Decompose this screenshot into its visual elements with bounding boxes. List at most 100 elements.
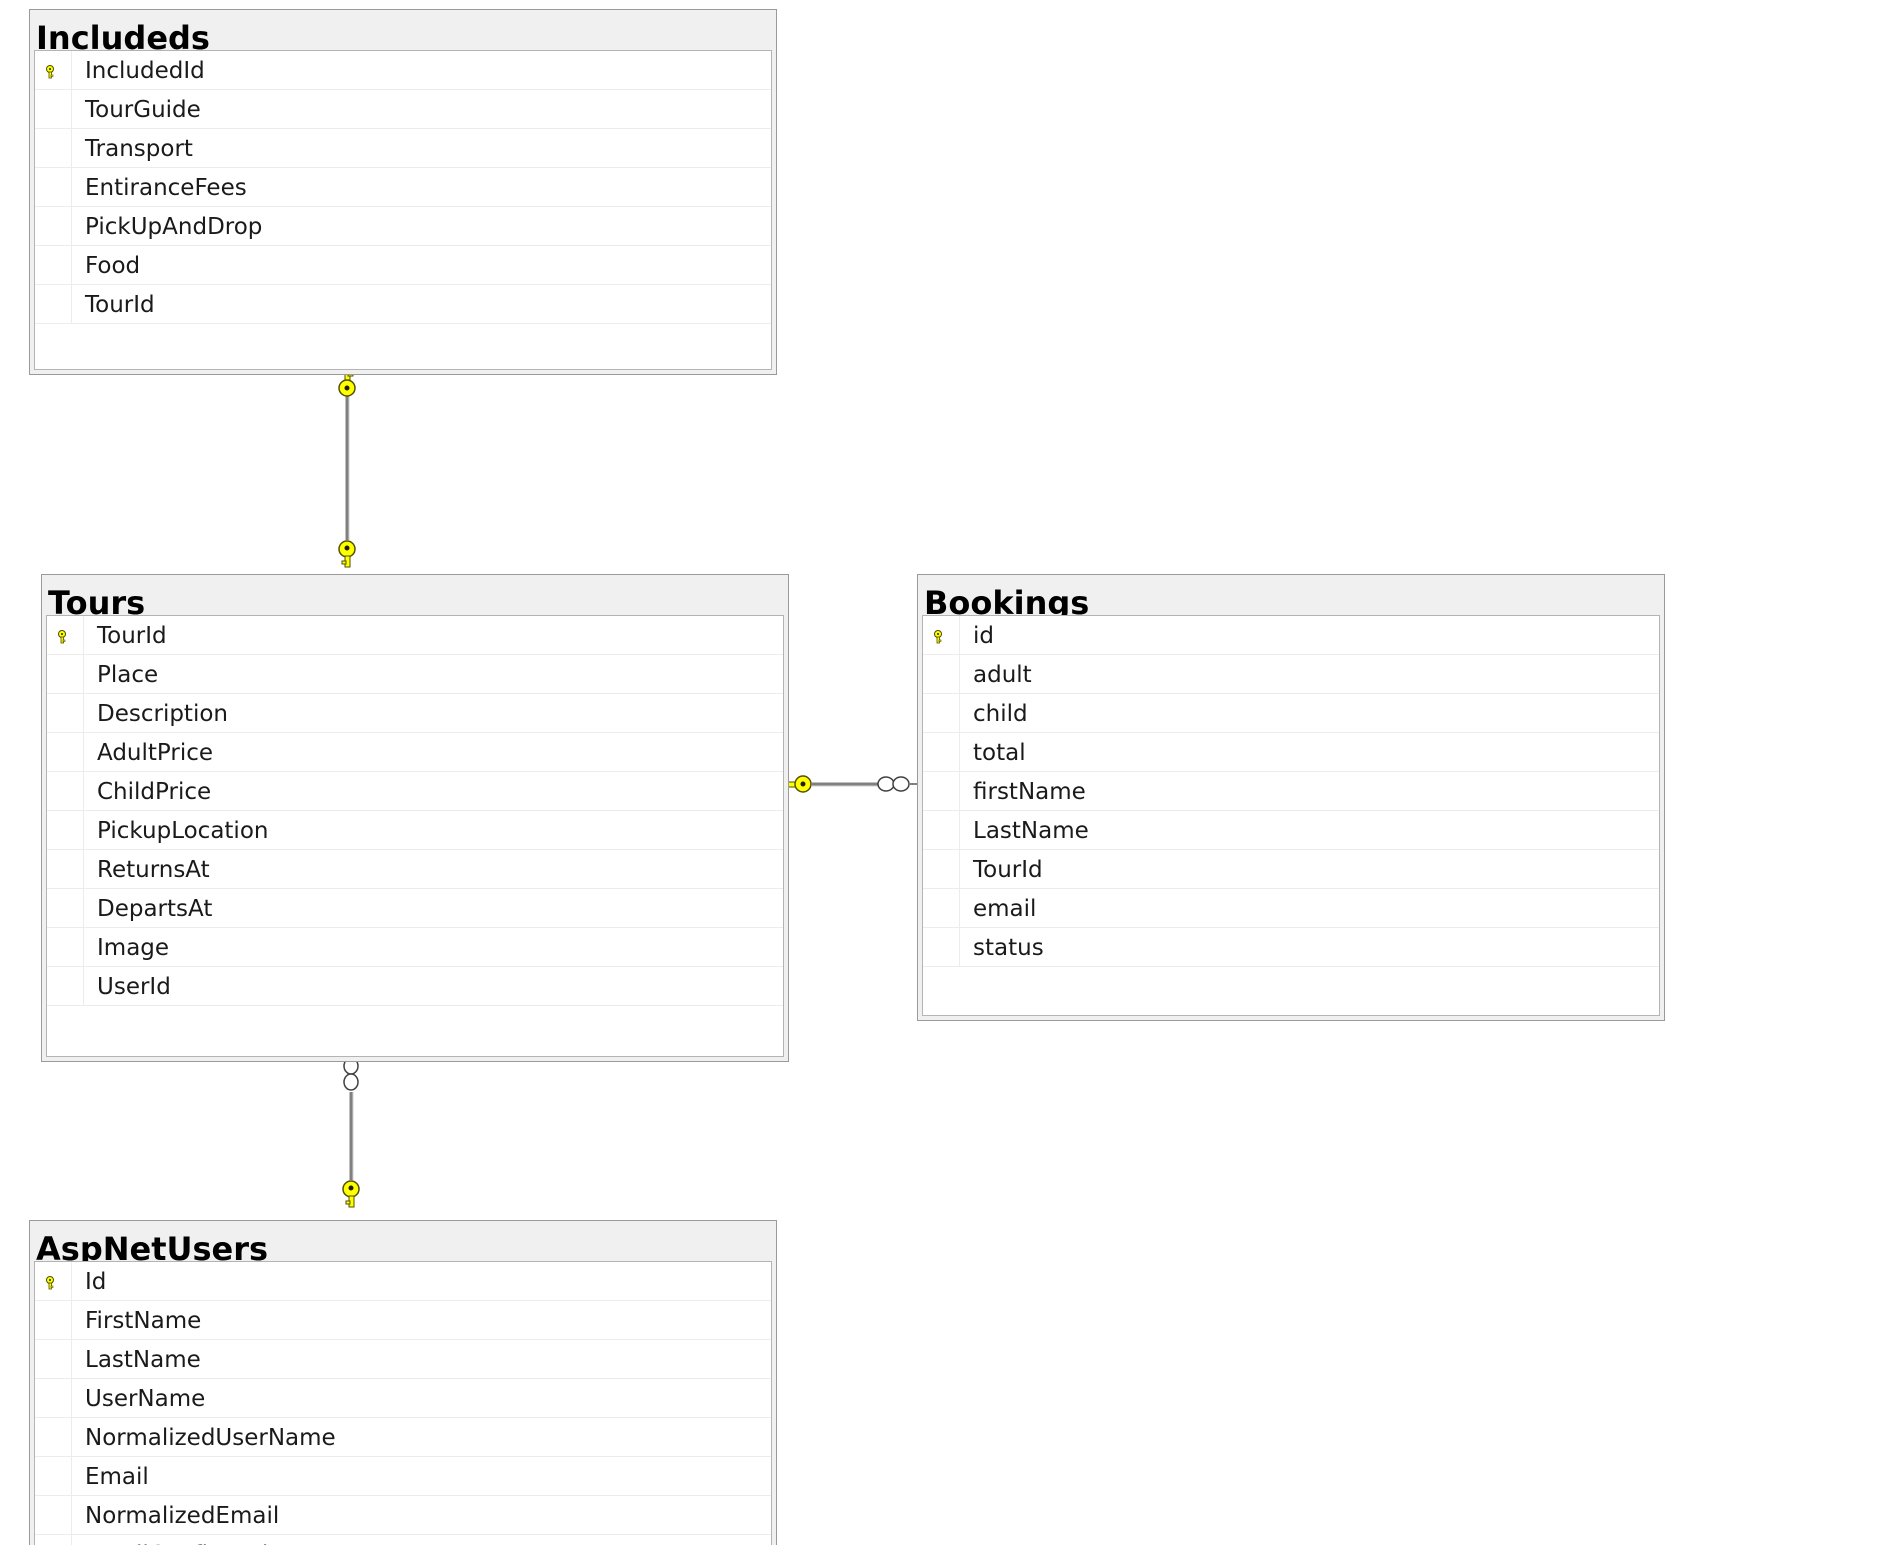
column-row[interactable]: status bbox=[923, 928, 1659, 967]
row-selector[interactable] bbox=[35, 246, 72, 284]
column-row[interactable]: PickupLocation bbox=[47, 811, 783, 850]
key-end-symbol bbox=[338, 540, 356, 568]
column-row[interactable]: firstName bbox=[923, 772, 1659, 811]
key-icon bbox=[46, 1276, 54, 1290]
column-row[interactable]: IncludedId bbox=[35, 51, 771, 90]
row-selector[interactable] bbox=[47, 967, 84, 1005]
column-row[interactable]: Id bbox=[35, 1262, 771, 1301]
column-row[interactable]: adult bbox=[923, 655, 1659, 694]
row-selector[interactable] bbox=[35, 1262, 72, 1300]
infinity-end-symbol bbox=[877, 776, 918, 792]
column-row[interactable]: Email bbox=[35, 1457, 771, 1496]
row-selector[interactable] bbox=[47, 655, 84, 693]
row-selector[interactable] bbox=[923, 655, 960, 693]
column-row[interactable]: LastName bbox=[923, 811, 1659, 850]
column-row[interactable]: NormalizedEmail bbox=[35, 1496, 771, 1535]
column-row[interactable]: Place bbox=[47, 655, 783, 694]
row-selector[interactable] bbox=[47, 889, 84, 927]
row-selector[interactable] bbox=[923, 889, 960, 927]
row-selector[interactable] bbox=[35, 207, 72, 245]
column-row[interactable]: Description bbox=[47, 694, 783, 733]
row-selector[interactable] bbox=[35, 285, 72, 323]
column-row[interactable]: total bbox=[923, 733, 1659, 772]
row-selector[interactable] bbox=[35, 168, 72, 206]
column-name: Description bbox=[97, 701, 228, 727]
column-name: TourId bbox=[85, 292, 155, 318]
row-selector[interactable] bbox=[923, 811, 960, 849]
column-row[interactable]: ChildPrice bbox=[47, 772, 783, 811]
column-row[interactable]: ReturnsAt bbox=[47, 850, 783, 889]
column-name: firstName bbox=[973, 779, 1086, 805]
column-row[interactable]: LastName bbox=[35, 1340, 771, 1379]
column-row[interactable]: TourId bbox=[923, 850, 1659, 889]
column-row[interactable]: Food bbox=[35, 246, 771, 285]
key-icon bbox=[46, 65, 54, 79]
row-selector[interactable] bbox=[47, 616, 84, 654]
row-selector[interactable] bbox=[47, 772, 84, 810]
column-name: TourGuide bbox=[85, 97, 201, 123]
column-name: PickUpAndDrop bbox=[85, 214, 263, 240]
row-selector[interactable] bbox=[35, 1457, 72, 1495]
column-row[interactable]: EntiranceFees bbox=[35, 168, 771, 207]
row-selector[interactable] bbox=[35, 1496, 72, 1534]
column-name: DepartsAt bbox=[97, 896, 213, 922]
column-name: Email bbox=[85, 1464, 149, 1490]
column-name: child bbox=[973, 701, 1028, 727]
column-row[interactable]: FirstName bbox=[35, 1301, 771, 1340]
relationship-includeds-tours[interactable] bbox=[338, 369, 356, 568]
row-selector[interactable] bbox=[47, 733, 84, 771]
row-selector[interactable] bbox=[923, 733, 960, 771]
row-selector[interactable] bbox=[923, 772, 960, 810]
column-name: NormalizedEmail bbox=[85, 1503, 280, 1529]
column-row[interactable]: TourId bbox=[47, 616, 783, 655]
row-selector[interactable] bbox=[47, 850, 84, 888]
column-name: PickupLocation bbox=[97, 818, 269, 844]
column-name: total bbox=[973, 740, 1026, 766]
column-row[interactable]: NormalizedUserName bbox=[35, 1418, 771, 1457]
row-selector[interactable] bbox=[35, 129, 72, 167]
row-selector[interactable] bbox=[35, 51, 72, 89]
row-selector[interactable] bbox=[35, 1418, 72, 1456]
row-selector[interactable] bbox=[923, 616, 960, 654]
column-row[interactable]: AdultPrice bbox=[47, 733, 783, 772]
row-selector[interactable] bbox=[47, 811, 84, 849]
column-name: LastName bbox=[973, 818, 1089, 844]
column-name: TourId bbox=[97, 623, 167, 649]
row-selector[interactable] bbox=[35, 90, 72, 128]
column-row[interactable]: Transport bbox=[35, 129, 771, 168]
row-selector[interactable] bbox=[35, 1535, 72, 1545]
row-selector[interactable] bbox=[47, 694, 84, 732]
column-row[interactable]: UserName bbox=[35, 1379, 771, 1418]
column-name: UserName bbox=[85, 1386, 206, 1412]
column-name: Food bbox=[85, 253, 141, 279]
column-name: Place bbox=[97, 662, 159, 688]
column-row[interactable]: UserId bbox=[47, 967, 783, 1006]
column-name: adult bbox=[973, 662, 1032, 688]
row-selector[interactable] bbox=[923, 694, 960, 732]
column-row[interactable]: DepartsAt bbox=[47, 889, 783, 928]
column-row[interactable]: id bbox=[923, 616, 1659, 655]
row-selector[interactable] bbox=[47, 928, 84, 966]
row-selector[interactable] bbox=[923, 850, 960, 888]
relationship-tours-aspnetusers[interactable] bbox=[342, 1052, 360, 1208]
column-row[interactable]: EmailConfirmed bbox=[35, 1535, 771, 1545]
column-row[interactable]: PickUpAndDrop bbox=[35, 207, 771, 246]
column-row[interactable]: child bbox=[923, 694, 1659, 733]
row-selector[interactable] bbox=[35, 1379, 72, 1417]
table-title: Includeds bbox=[36, 19, 210, 52]
row-selector[interactable] bbox=[35, 1340, 72, 1378]
row-selector[interactable] bbox=[35, 1301, 72, 1339]
column-row[interactable]: Image bbox=[47, 928, 783, 967]
column-row[interactable]: TourId bbox=[35, 285, 771, 324]
row-selector[interactable] bbox=[923, 928, 960, 966]
column-row[interactable]: email bbox=[923, 889, 1659, 928]
relationship-tours-bookings[interactable] bbox=[780, 775, 918, 793]
column-name: TourId bbox=[973, 857, 1043, 883]
column-row[interactable]: TourGuide bbox=[35, 90, 771, 129]
